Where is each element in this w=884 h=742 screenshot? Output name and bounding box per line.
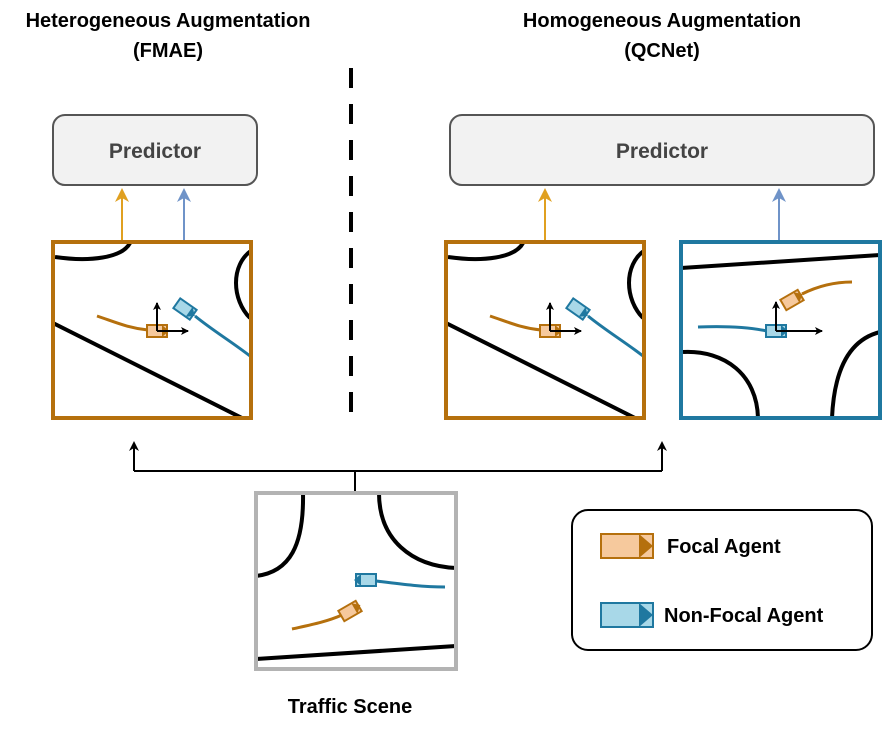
left-scene-panel	[51, 240, 253, 420]
right-scene-panel-nonfocal	[679, 240, 882, 420]
legend-nonfocal-icon	[600, 602, 654, 628]
left-predictor-box	[52, 114, 258, 186]
legend: Focal Agent Non-Focal Agent	[571, 509, 873, 651]
road-curve	[256, 493, 306, 578]
right-scene-panel-focal	[444, 240, 646, 420]
focal-agent-icon	[778, 288, 806, 312]
legend-nonfocal-label: Non-Focal Agent	[664, 605, 824, 627]
left-predictor-label: Predictor	[109, 140, 201, 163]
focal-trajectory	[291, 613, 343, 631]
road-line	[53, 321, 243, 418]
road-line	[256, 644, 456, 661]
road-curve	[54, 242, 132, 262]
traffic-scene-border	[254, 491, 458, 671]
right-predictor-label: Predictor	[616, 140, 708, 163]
nonfocal-agent-icon	[354, 573, 377, 587]
legend-focal-icon	[600, 533, 654, 559]
traffic-scene-caption: Traffic Scene	[288, 696, 413, 718]
road-line	[446, 321, 636, 418]
left-panel-border	[51, 240, 253, 420]
traffic-scene-panel	[254, 491, 458, 671]
nonfocal-agent-icon	[564, 296, 592, 322]
legend-box	[571, 509, 873, 651]
nonfocal-trajectory	[194, 314, 251, 358]
legend-focal-label: Focal Agent	[667, 536, 781, 558]
right-title-line2: (QCNet)	[624, 40, 700, 62]
nonfocal-trajectory	[697, 325, 768, 333]
right-panel-focal-border	[444, 240, 646, 420]
focal-agent-icon	[336, 599, 364, 623]
focal-trajectory	[489, 314, 542, 332]
road-curve	[447, 242, 525, 262]
right-title-line1: Homogeneous Augmentation	[523, 10, 801, 32]
road-curve	[830, 330, 880, 418]
road-line	[681, 253, 880, 270]
right-panel-nonfocal-border	[679, 240, 882, 420]
nonfocal-trajectory	[375, 579, 446, 589]
road-curve	[627, 248, 644, 320]
road-curve	[234, 248, 251, 320]
focal-trajectory	[96, 314, 149, 332]
road-curve	[377, 493, 456, 570]
nonfocal-trajectory	[587, 314, 644, 358]
nonfocal-agent-icon	[171, 296, 199, 322]
right-predictor-box	[449, 114, 875, 186]
road-curve	[682, 349, 760, 418]
left-title-line2: (FMAE)	[133, 40, 203, 62]
left-title-line1: Heterogeneous Augmentation	[26, 10, 311, 32]
focal-trajectory	[801, 280, 853, 296]
